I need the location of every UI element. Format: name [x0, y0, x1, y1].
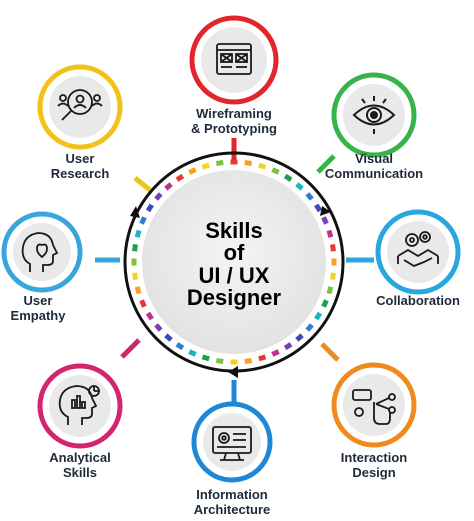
touch-interaction-icon: [352, 389, 396, 425]
head-heart-icon: [21, 232, 59, 272]
ring-dash: [326, 229, 334, 238]
node-label: User: [24, 293, 53, 308]
ring-dash: [201, 354, 210, 362]
ring-dash: [258, 354, 267, 362]
node-disc: [387, 221, 449, 283]
node-label: Empathy: [11, 308, 67, 323]
ring-dash: [145, 203, 154, 213]
node-research: User Research: [37, 64, 123, 181]
node-interaction: Interaction Design: [331, 362, 417, 480]
node-analytical: Analytical Skills: [37, 363, 123, 480]
ring-dash: [283, 173, 293, 182]
connector-interaction: [320, 342, 340, 362]
ring-dash: [134, 286, 142, 295]
node-wireframing: Wireframing & Prototyping: [189, 15, 279, 136]
node-label: Analytical: [49, 450, 110, 465]
ring-dash: [330, 243, 336, 252]
ring-dash: [215, 358, 224, 364]
magnifier-users-icon: [57, 89, 103, 121]
ring-dash: [321, 299, 329, 308]
node-label: Research: [51, 166, 110, 181]
ring-arrow: [130, 206, 140, 218]
node-disc: [203, 413, 261, 471]
ring-dash: [134, 229, 142, 238]
head-chart-icon: [58, 385, 100, 425]
ring-dash: [244, 160, 253, 166]
ring-dash: [154, 192, 163, 201]
ring-dash: [305, 192, 314, 201]
node-label: & Prototyping: [191, 121, 277, 136]
ring-dash: [175, 342, 185, 351]
ring-dash: [326, 286, 334, 295]
ring-dash: [145, 311, 154, 321]
ring-dash: [139, 299, 147, 308]
node-disc: [49, 76, 111, 138]
center-title-line-1: Skills: [205, 218, 262, 243]
node-disc: [201, 27, 267, 93]
center-title-line-4: Designer: [187, 285, 282, 310]
ring-dash: [321, 216, 329, 225]
ring-dash: [132, 272, 138, 281]
ring-dash: [215, 160, 224, 166]
node-visual: Visual Communication: [325, 72, 423, 181]
ring-arrow: [320, 206, 331, 216]
monitor-gear-icon: [212, 426, 252, 461]
node-label: Skills: [63, 465, 97, 480]
ring-dash: [271, 349, 280, 357]
node-label: Collaboration: [376, 293, 460, 308]
ring-dash: [331, 258, 337, 266]
ring-dash: [330, 272, 336, 281]
center-disc: [142, 170, 326, 354]
connector-analytical: [120, 338, 141, 359]
ring-dash: [314, 203, 323, 213]
ring-dash: [188, 167, 197, 175]
ring-dash: [305, 323, 314, 332]
node-label: Design: [352, 465, 395, 480]
ring-dash: [175, 173, 185, 182]
eye-icon: [352, 96, 396, 134]
connector-visual: [316, 154, 336, 174]
center-title-line-2: of: [224, 240, 245, 265]
node-label: Communication: [325, 166, 423, 181]
node-label: Wireframing: [196, 106, 272, 121]
ring-arrow: [228, 366, 238, 378]
ring-dash: [283, 342, 293, 351]
ring-dash: [230, 359, 238, 365]
node-label: User: [66, 151, 95, 166]
node-label: Architecture: [194, 502, 271, 517]
node-collaboration: Collaboration: [375, 209, 461, 308]
connectors: [95, 138, 374, 404]
center-title-line-3: UI / UX: [199, 263, 270, 288]
ring-dash: [271, 167, 280, 175]
ring-dash: [164, 182, 173, 191]
ring-dash: [154, 323, 163, 332]
node-label: Visual: [355, 151, 393, 166]
ring-dash: [244, 358, 253, 364]
ring-dash: [164, 333, 173, 342]
handshake-gears-icon: [397, 231, 439, 268]
ring-dash: [132, 243, 138, 252]
node-label: Interaction: [341, 450, 408, 465]
ring-dash: [295, 182, 304, 191]
ring-dash: [230, 159, 238, 165]
ring-dash: [258, 162, 267, 170]
color-dash-ring: [131, 159, 337, 365]
node-ia: Information Architecture: [191, 401, 273, 517]
ring-dash: [131, 258, 137, 266]
ring-dash: [139, 216, 147, 225]
node-empathy: User Empathy: [1, 211, 83, 323]
node-label: Information: [196, 487, 268, 502]
connector-research: [133, 176, 152, 192]
wireframe-icon: [216, 43, 252, 75]
ring-dash: [314, 311, 323, 321]
ring-dash: [188, 349, 197, 357]
center-hub: Skills of UI / UX Designer: [123, 151, 345, 378]
ring-dash: [295, 333, 304, 342]
ring-dash: [201, 162, 210, 170]
node-disc: [13, 223, 71, 281]
